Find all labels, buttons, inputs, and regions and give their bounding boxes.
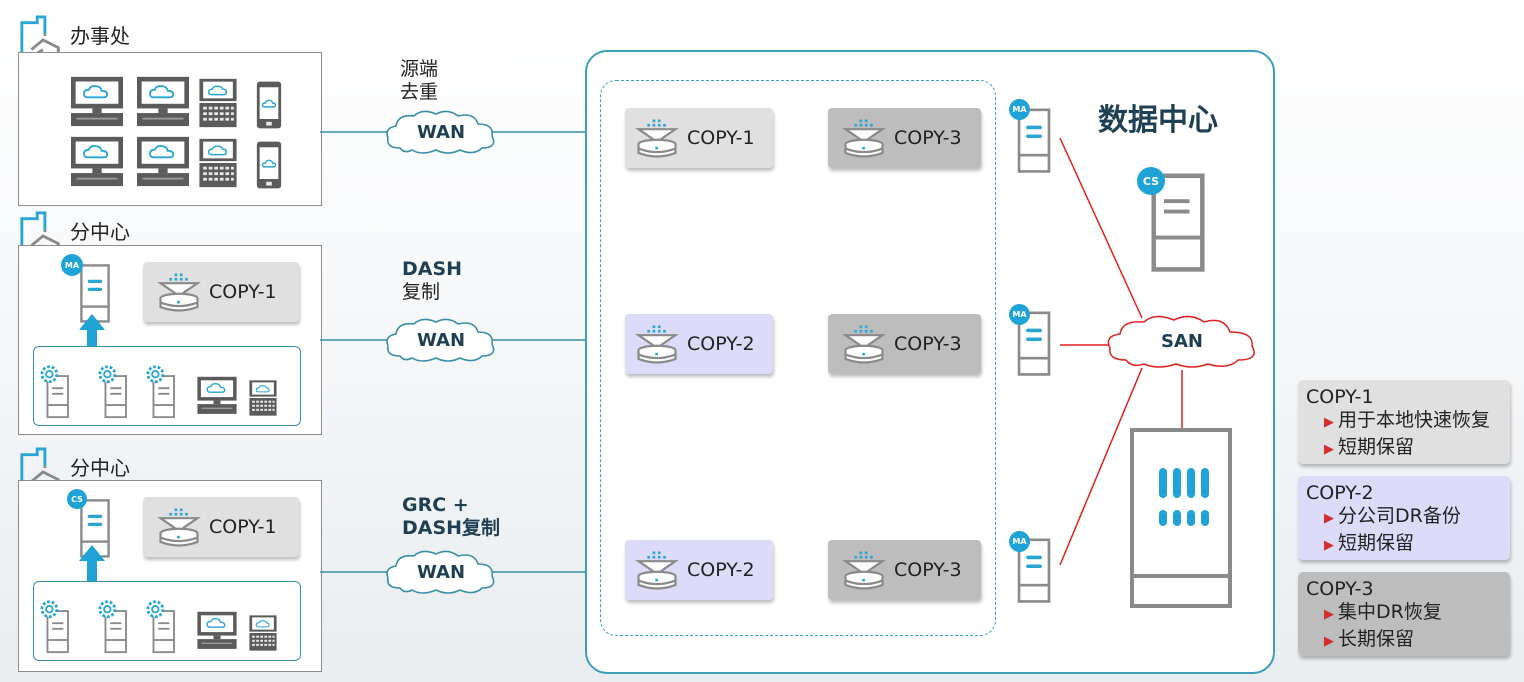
copy-box-branch-2: COPY-1 — [143, 497, 299, 557]
site-box-branch-1: MA COPY-1 — [18, 245, 322, 435]
cs-badge: CS — [67, 489, 87, 509]
dc-copy-row1-left: COPY-1 — [625, 108, 773, 168]
san-label: SAN — [1161, 330, 1203, 352]
cloud-icon — [1107, 315, 1255, 368]
up-arrow-icon — [79, 314, 105, 362]
dc-copy-row2-right: COPY-3 — [828, 314, 981, 374]
dc-copy-row1-right: COPY-3 — [828, 108, 981, 168]
bullet-icon: ▶ — [1324, 607, 1334, 622]
ma-badge: MA — [61, 254, 83, 276]
cs-badge: CS — [1137, 167, 1165, 195]
bullet-icon: ▶ — [1324, 415, 1334, 430]
link-label-line2: DASH复制 — [402, 517, 501, 539]
bullet-icon: ▶ — [1324, 442, 1334, 457]
dc-copy-row2-left: COPY-2 — [625, 314, 773, 374]
site-box-branch-2: CS COPY-1 — [18, 480, 322, 672]
copy-group-box — [600, 80, 996, 636]
copy-label: COPY-3 — [894, 333, 962, 355]
legend-item-text: 用于本地快速恢复 — [1338, 409, 1491, 431]
legend-item-text: 集中DR恢复 — [1338, 601, 1442, 623]
san-cloud: SAN — [1104, 312, 1260, 370]
link-label-dash: DASH 复制 — [402, 258, 462, 304]
legend-item: ▶ 用于本地快速恢复 — [1324, 408, 1510, 435]
storage-array-icon — [1130, 428, 1232, 608]
link-label-line1: DASH — [402, 258, 463, 280]
link-label-dedup: 源端 去重 — [400, 58, 438, 104]
bullet-icon: ▶ — [1324, 634, 1334, 649]
copy-label: COPY-3 — [894, 559, 962, 581]
link-label-grc: GRC + DASH复制 — [402, 494, 500, 540]
legend-item-text: 短期保留 — [1338, 532, 1415, 554]
legend-copy1: COPY-1 ▶ 用于本地快速恢复 ▶ 短期保留 — [1298, 380, 1510, 464]
legend-copy2: COPY-2 ▶ 分公司DR备份 ▶ 短期保留 — [1298, 476, 1510, 560]
ma-badge: MA — [1009, 304, 1030, 325]
wan-label: WAN — [416, 121, 466, 143]
legend-item-text: 短期保留 — [1338, 436, 1415, 458]
datacenter-title: 数据中心 — [1098, 103, 1218, 138]
copy-label: COPY-1 — [687, 127, 755, 149]
dc-copy-row3-right: COPY-3 — [828, 540, 981, 600]
cloud-icon — [386, 318, 495, 362]
cs-server-icon — [1151, 173, 1205, 272]
cloud-icon — [386, 550, 495, 594]
ma-badge: MA — [1009, 531, 1030, 552]
legend-item: ▶ 短期保留 — [1324, 435, 1510, 462]
site-label-branch-1: 分中心 — [70, 220, 130, 244]
link-label-line2: 复制 — [402, 281, 441, 303]
legend-item-text: 分公司DR备份 — [1338, 505, 1461, 527]
legend-item: ▶ 长期保留 — [1324, 627, 1510, 654]
legend-item: ▶ 集中DR恢复 — [1324, 600, 1510, 627]
site-box-office — [18, 52, 322, 206]
legend-item: ▶ 短期保留 — [1324, 531, 1510, 558]
wan-cloud: WAN — [382, 316, 500, 364]
dc-copy-row3-left: COPY-2 — [625, 540, 773, 600]
copy-label: COPY-3 — [894, 127, 962, 149]
client-group — [33, 581, 301, 661]
wan-cloud: WAN — [382, 108, 500, 156]
bullet-icon: ▶ — [1324, 511, 1334, 526]
site-label-branch-2: 分中心 — [70, 456, 130, 480]
copy-label: COPY-1 — [209, 281, 277, 303]
legend-title: COPY-1 — [1306, 386, 1374, 408]
legend-item: ▶ 分公司DR备份 — [1324, 504, 1510, 531]
up-arrow-icon — [79, 545, 105, 591]
legend-title: COPY-3 — [1306, 578, 1374, 600]
client-group — [33, 346, 301, 426]
link-label-line2: 去重 — [400, 81, 439, 103]
copy-box-branch-1: COPY-1 — [143, 262, 299, 322]
link-label-line1: GRC + — [402, 494, 469, 516]
wan-label: WAN — [416, 329, 466, 351]
cloud-icon — [386, 110, 495, 154]
legend-copy3: COPY-3 ▶ 集中DR恢复 ▶ 长期保留 — [1298, 572, 1510, 656]
copy-label: COPY-2 — [687, 559, 755, 581]
link-label-line1: 源端 — [400, 58, 439, 80]
wan-cloud: WAN — [382, 548, 500, 596]
legend-title: COPY-2 — [1306, 482, 1374, 504]
copy-label: COPY-1 — [209, 516, 277, 538]
ma-badge: MA — [1009, 99, 1030, 120]
copy-label: COPY-2 — [687, 333, 755, 355]
legend-item-text: 长期保留 — [1338, 628, 1415, 650]
wan-label: WAN — [416, 561, 466, 583]
bullet-icon: ▶ — [1324, 538, 1334, 553]
site-label-office: 办事处 — [70, 24, 130, 48]
